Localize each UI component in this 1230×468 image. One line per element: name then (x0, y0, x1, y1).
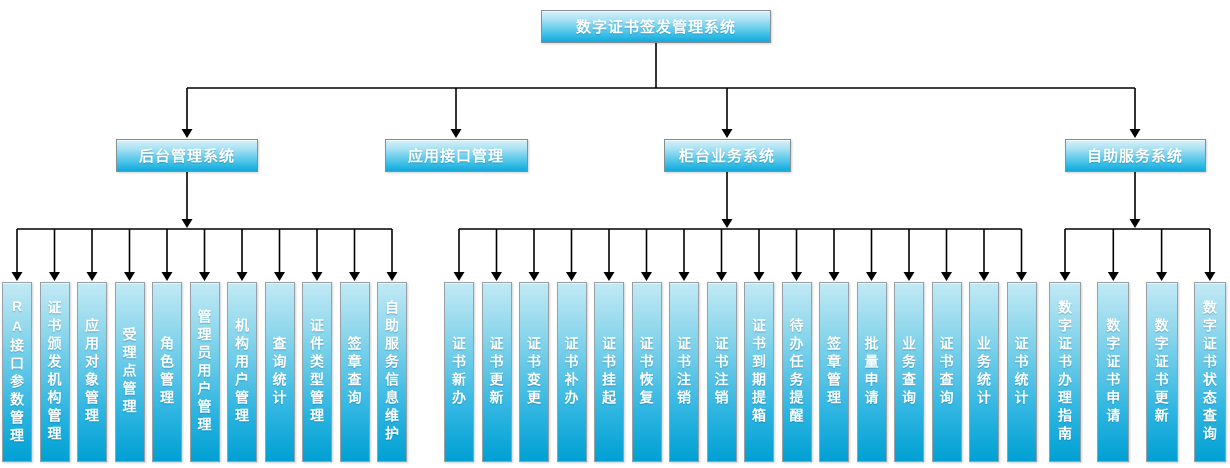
leaf-node: RA接口参数管理 (2, 282, 32, 462)
branch-node-3: 柜台业务系统 (663, 139, 791, 172)
leaf-node: 受理点管理 (114, 282, 145, 462)
leaf-node: 证件类型管理 (302, 282, 332, 462)
leaf-node: 业务查询 (894, 282, 924, 462)
leaf-node: 证书变更 (519, 282, 549, 462)
leaf-node: 证书挂起 (594, 282, 624, 462)
leaf-node: 待办任务提醒 (781, 282, 812, 462)
leaf-node: 自助服务信息维护 (377, 282, 407, 462)
leaf-node: 签章管理 (819, 282, 849, 462)
leaf-node: 证书注销 (669, 282, 699, 462)
leaf-node: 数字证书状态查询 (1193, 282, 1226, 462)
leaf-node: 数字证书办理指南 (1049, 282, 1081, 462)
leaf-node: 证书注销 (706, 282, 737, 462)
leaf-node: 证书恢复 (631, 282, 662, 462)
leaf-node: 证书更新 (481, 282, 512, 462)
leaf-node: 证书查询 (931, 282, 962, 462)
leaf-node: 查询统计 (264, 282, 295, 462)
leaf-node: 证书到期提箱 (744, 282, 774, 462)
leaf-node: 证书补办 (556, 282, 587, 462)
leaf-node: 管理员用户管理 (189, 282, 220, 462)
leaf-node: 批量申请 (856, 282, 887, 462)
branch-node-1: 后台管理系统 (116, 139, 258, 172)
leaf-node: 签章查询 (339, 282, 370, 462)
leaf-node: 数字证书申请 (1097, 282, 1130, 462)
leaf-node: 证书新办 (444, 282, 474, 462)
leaf-node: 机构用户管理 (227, 282, 257, 462)
leaf-node: 证书颁发机构管理 (39, 282, 70, 462)
leaf-node: 角色管理 (152, 282, 182, 462)
branch-node-4: 自助服务系统 (1064, 139, 1206, 172)
leaf-node: 应用对象管理 (77, 282, 107, 462)
branch-node-2: 应用接口管理 (384, 139, 528, 172)
leaf-node: 数字证书更新 (1145, 282, 1178, 462)
leaf-node: 业务统计 (969, 282, 999, 462)
leaf-node: 证书统计 (1006, 282, 1037, 462)
root-node: 数字证书签发管理系统 (541, 10, 771, 43)
